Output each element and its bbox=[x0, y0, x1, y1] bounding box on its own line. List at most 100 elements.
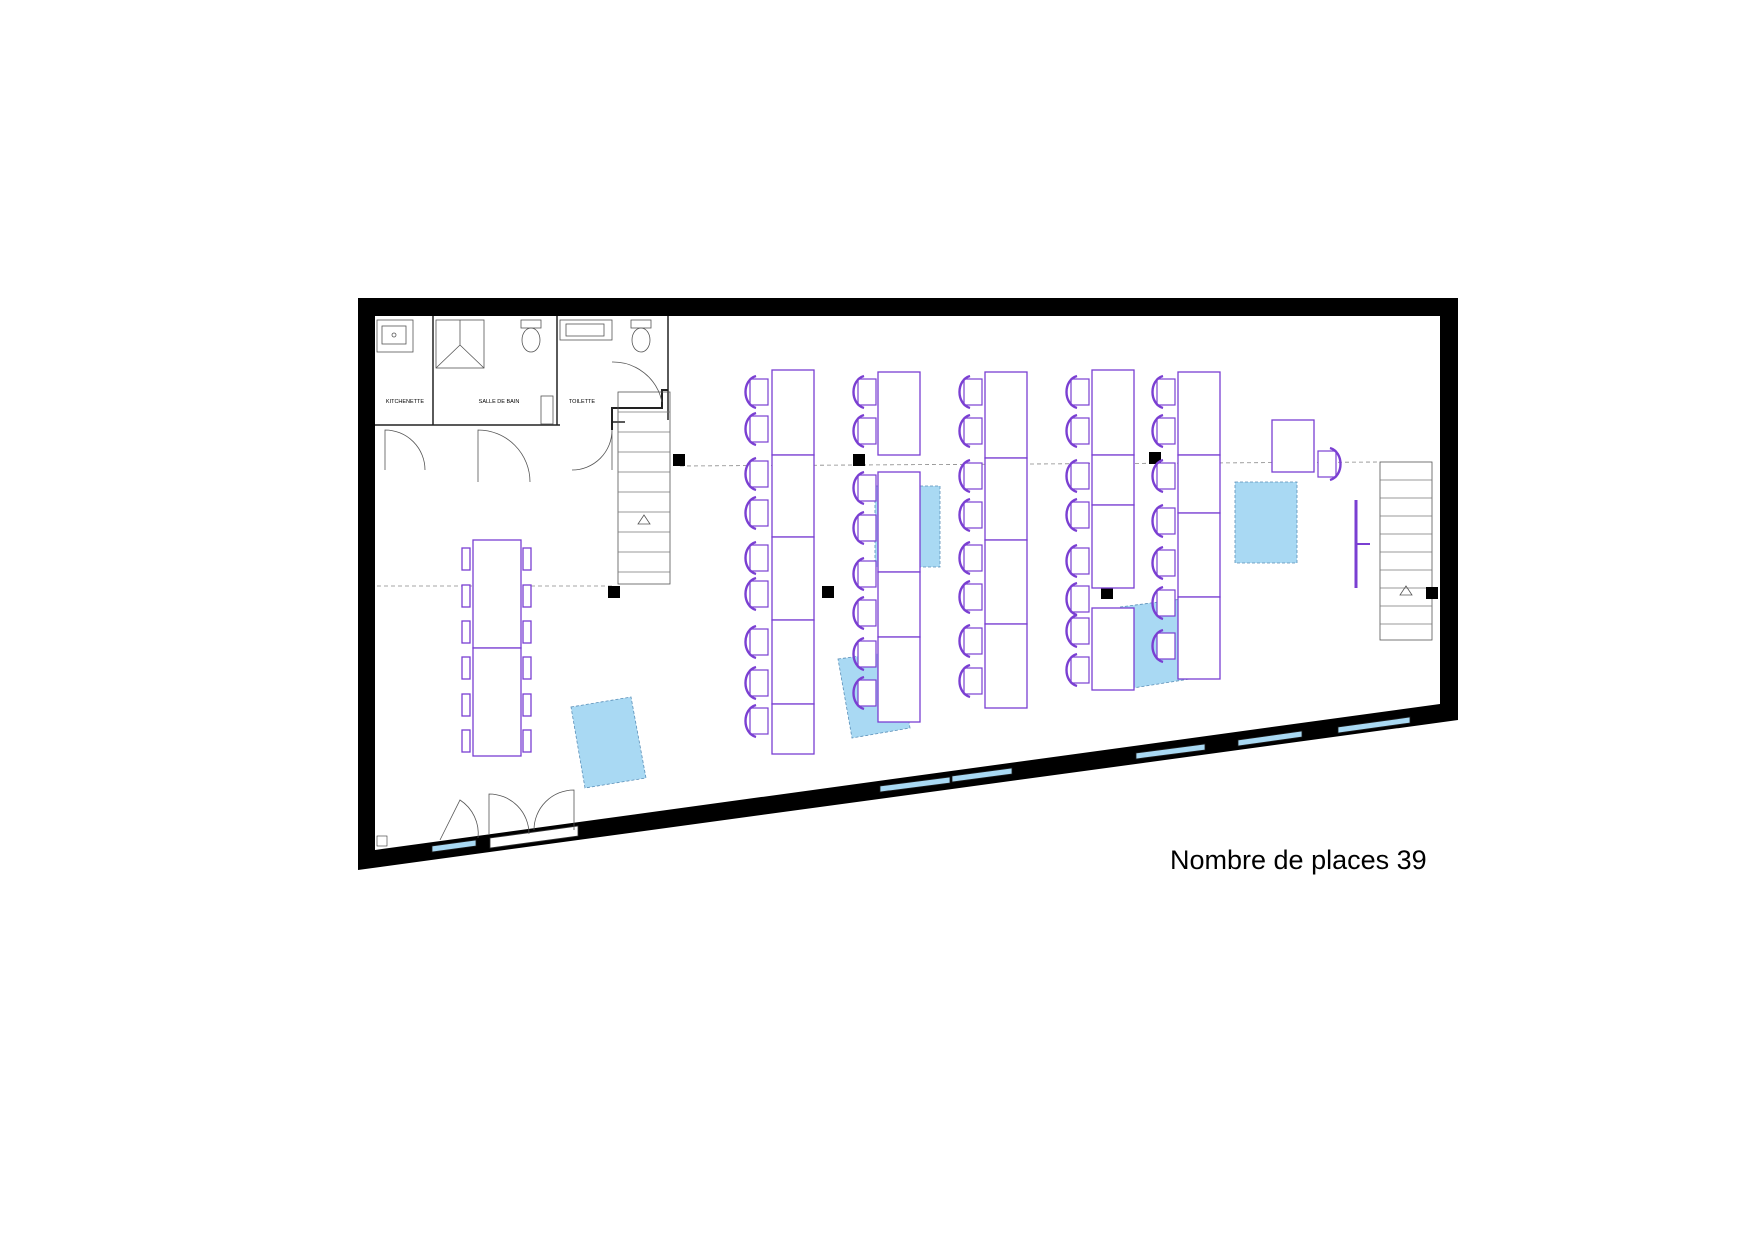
staircase-right bbox=[1379, 461, 1433, 641]
desk bbox=[771, 619, 815, 705]
desks bbox=[472, 369, 1221, 757]
entrance-opening bbox=[489, 825, 579, 849]
chair-icon bbox=[852, 510, 877, 546]
chair-icon bbox=[1151, 413, 1176, 449]
post bbox=[1101, 587, 1113, 599]
chair-icon bbox=[958, 540, 983, 576]
chair-icon bbox=[461, 584, 471, 608]
chair-icon bbox=[1151, 628, 1176, 664]
chair-icon bbox=[852, 374, 877, 410]
stair-up-arrow-icon bbox=[637, 514, 651, 525]
room-label-bathroom: SALLE DE BAIN bbox=[479, 399, 520, 405]
side-door-swing bbox=[439, 799, 479, 841]
chair-icon bbox=[744, 576, 769, 612]
toilet-door-swing bbox=[571, 429, 613, 471]
toilet-counter bbox=[559, 319, 613, 341]
capacity-label: Nombre de places 39 bbox=[1170, 845, 1427, 875]
desk bbox=[1177, 371, 1221, 456]
chair-icon bbox=[1317, 446, 1342, 482]
chair-icon bbox=[1065, 543, 1090, 579]
chair-icon bbox=[852, 556, 877, 592]
window-4 bbox=[1135, 743, 1206, 760]
chair-icon bbox=[1151, 585, 1176, 621]
chair-icon bbox=[744, 456, 769, 492]
staircase-left bbox=[617, 391, 671, 585]
rug-right bbox=[1234, 481, 1298, 564]
desk bbox=[877, 571, 921, 638]
chair-icon bbox=[958, 458, 983, 494]
post bbox=[608, 586, 620, 598]
chair-icon bbox=[958, 374, 983, 410]
chair-icon bbox=[461, 656, 471, 680]
beam-line-upper bbox=[679, 461, 1381, 467]
chair-icon bbox=[958, 579, 983, 615]
chair-icon bbox=[958, 663, 983, 699]
chair-icon bbox=[1151, 374, 1176, 410]
desk bbox=[1091, 504, 1135, 589]
stair-right-arrow-icon bbox=[1399, 585, 1413, 596]
rug-left bbox=[570, 696, 647, 789]
room-label-toilet: TOILETTE bbox=[569, 399, 596, 405]
stair-left-steps bbox=[618, 411, 670, 573]
chair-icon bbox=[852, 413, 877, 449]
chair-icon bbox=[522, 584, 532, 608]
structural-posts bbox=[608, 452, 1438, 599]
stair-right-steps bbox=[1380, 479, 1432, 625]
desk bbox=[1177, 596, 1221, 680]
room-label-kitchenette: KITCHENETTE bbox=[386, 399, 425, 405]
chair-icon bbox=[1065, 413, 1090, 449]
washbasin bbox=[540, 395, 554, 425]
post bbox=[1149, 452, 1161, 464]
desk bbox=[1177, 512, 1221, 598]
chair-icon bbox=[744, 374, 769, 410]
desk bbox=[984, 623, 1028, 709]
desk bbox=[877, 636, 921, 723]
shower-icon bbox=[435, 320, 485, 369]
window-3 bbox=[951, 767, 1013, 783]
kitchen-counter bbox=[376, 319, 414, 353]
desk bbox=[1091, 607, 1135, 691]
chair-icon bbox=[852, 470, 877, 506]
chair-icon bbox=[958, 623, 983, 659]
desk bbox=[984, 539, 1028, 625]
chair-icon bbox=[1065, 497, 1090, 533]
desk bbox=[771, 454, 815, 538]
kitchen-door-swing bbox=[384, 429, 426, 471]
chairs bbox=[461, 374, 1342, 753]
chair-icon bbox=[522, 547, 532, 571]
desk bbox=[472, 647, 522, 757]
toilet-tank-1 bbox=[520, 319, 542, 329]
entrance-doors[interactable] bbox=[376, 789, 575, 847]
post bbox=[822, 586, 834, 598]
corner-marker bbox=[376, 835, 388, 847]
window-6 bbox=[1337, 716, 1411, 734]
toilet-tank-2 bbox=[630, 319, 652, 329]
sink-drain bbox=[391, 332, 397, 338]
chair-icon bbox=[1151, 503, 1176, 539]
desk bbox=[877, 371, 921, 456]
beam-lines bbox=[377, 461, 1381, 587]
chair-icon bbox=[852, 636, 877, 672]
toilet-sink bbox=[565, 323, 605, 337]
chair-icon bbox=[522, 693, 532, 717]
chair-icon bbox=[744, 703, 769, 739]
chair-icon bbox=[852, 595, 877, 631]
desk bbox=[472, 539, 522, 649]
chair-icon bbox=[1151, 545, 1176, 581]
desk bbox=[771, 369, 815, 456]
chair-icon bbox=[744, 624, 769, 660]
chair-icon bbox=[1151, 458, 1176, 494]
stair-left-outline bbox=[617, 391, 671, 585]
post bbox=[1426, 587, 1438, 599]
desk bbox=[984, 371, 1028, 459]
window-1 bbox=[431, 839, 477, 853]
stair-right-outline bbox=[1379, 461, 1433, 641]
entrance-door-left-swing bbox=[488, 793, 530, 835]
desk bbox=[771, 536, 815, 621]
chair-icon bbox=[522, 729, 532, 753]
bath-door-swing bbox=[477, 429, 531, 483]
chair-icon bbox=[522, 620, 532, 644]
desk bbox=[984, 457, 1028, 541]
sanitary-block: KITCHENETTE SALLE DE BAIN TOILETTE bbox=[375, 316, 669, 483]
